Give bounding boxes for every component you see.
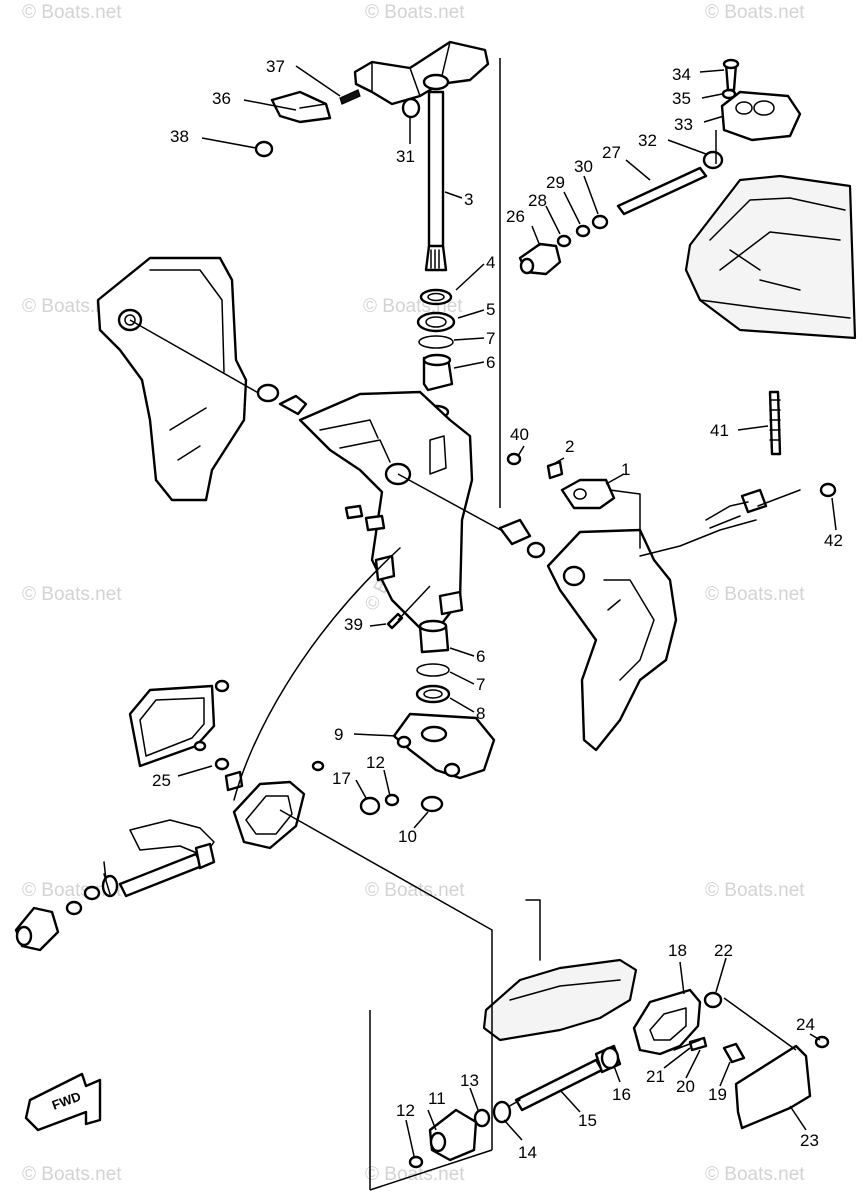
callout-17: 17 (332, 769, 351, 788)
callout-1: 1 (621, 460, 630, 479)
callout-39: 39 (344, 615, 363, 634)
watermark: © Boats.net (22, 1164, 122, 1185)
callout-32: 32 (638, 131, 657, 150)
watermark: © Boats.net (365, 2, 465, 23)
lower-right-parts (632, 988, 830, 1130)
cable-tie-and-bolt (506, 390, 782, 466)
callout-42: 42 (824, 531, 843, 550)
callout-31: 31 (396, 147, 415, 166)
callout-28: 28 (528, 191, 547, 210)
watermark: © Boats.net (705, 2, 805, 23)
right-clamp-bracket (546, 460, 837, 752)
callout-10: 10 (398, 827, 417, 846)
callout-12: 12 (366, 753, 385, 772)
callout-25: 25 (152, 771, 171, 790)
watermark: © Boats.net (705, 1164, 805, 1185)
long-bolt-left (14, 842, 216, 952)
stem-parts-lower (359, 585, 496, 816)
callout-35: 35 (672, 89, 691, 108)
callout-27: 27 (602, 143, 621, 162)
callout-13: 13 (460, 1071, 479, 1090)
fwd-arrow: FWD (24, 1072, 102, 1132)
callout-15: 15 (578, 1111, 597, 1130)
callout-21: 21 (646, 1067, 665, 1086)
watermark: © Boats.net (365, 880, 465, 901)
callout-23: 23 (800, 1131, 819, 1150)
lower-left-parts (128, 547, 401, 857)
callout-12b: 12 (396, 1101, 415, 1120)
callout-30: 30 (574, 157, 593, 176)
callout-40: 40 (510, 425, 529, 444)
swivel-bracket (298, 390, 546, 630)
callout-8: 8 (476, 704, 485, 723)
callout-7: 7 (486, 329, 495, 348)
callout-2: 2 (565, 437, 574, 456)
callout-36: 36 (212, 89, 231, 108)
callout-numbers: 1 2 3 4 5 6 6 7 7 8 9 10 11 12 12 13 14 … (152, 57, 843, 1162)
callout-29: 29 (546, 173, 565, 192)
callout-37: 37 (266, 57, 285, 76)
callout-11: 11 (428, 1089, 446, 1108)
callout-20: 20 (676, 1077, 695, 1096)
callout-leaders (177, 65, 837, 1157)
callout-5: 5 (486, 300, 495, 319)
callout-18: 18 (668, 941, 687, 960)
steering-arm-assembly (254, 40, 490, 272)
callout-16: 16 (612, 1085, 631, 1104)
watermark: © Boats.net (705, 584, 805, 605)
callout-7b: 7 (476, 675, 485, 694)
watermark: © Boats.net (22, 584, 122, 605)
watermark: © Boats.net (705, 880, 805, 901)
callout-3: 3 (464, 190, 473, 209)
callout-38: 38 (170, 127, 189, 146)
callout-33: 33 (674, 115, 693, 134)
callout-4: 4 (486, 253, 495, 272)
left-clamp-bracket (96, 256, 308, 502)
callout-9: 9 (334, 725, 343, 744)
callout-6: 6 (486, 353, 495, 372)
engine-housing-sketch (684, 174, 857, 340)
frame-lines (279, 58, 717, 1191)
callout-22: 22 (714, 941, 733, 960)
callout-14: 14 (518, 1143, 537, 1162)
lower-unit-housing (482, 899, 638, 1042)
callout-6b: 6 (476, 647, 485, 666)
watermark: © Boats.net (22, 2, 122, 23)
callout-41: 41 (710, 421, 729, 440)
callout-34: 34 (672, 65, 691, 84)
callout-26: 26 (506, 207, 525, 226)
callout-24: 24 (796, 1015, 815, 1034)
lower-center-bolt (408, 1044, 622, 1169)
callout-19: 19 (708, 1085, 727, 1104)
